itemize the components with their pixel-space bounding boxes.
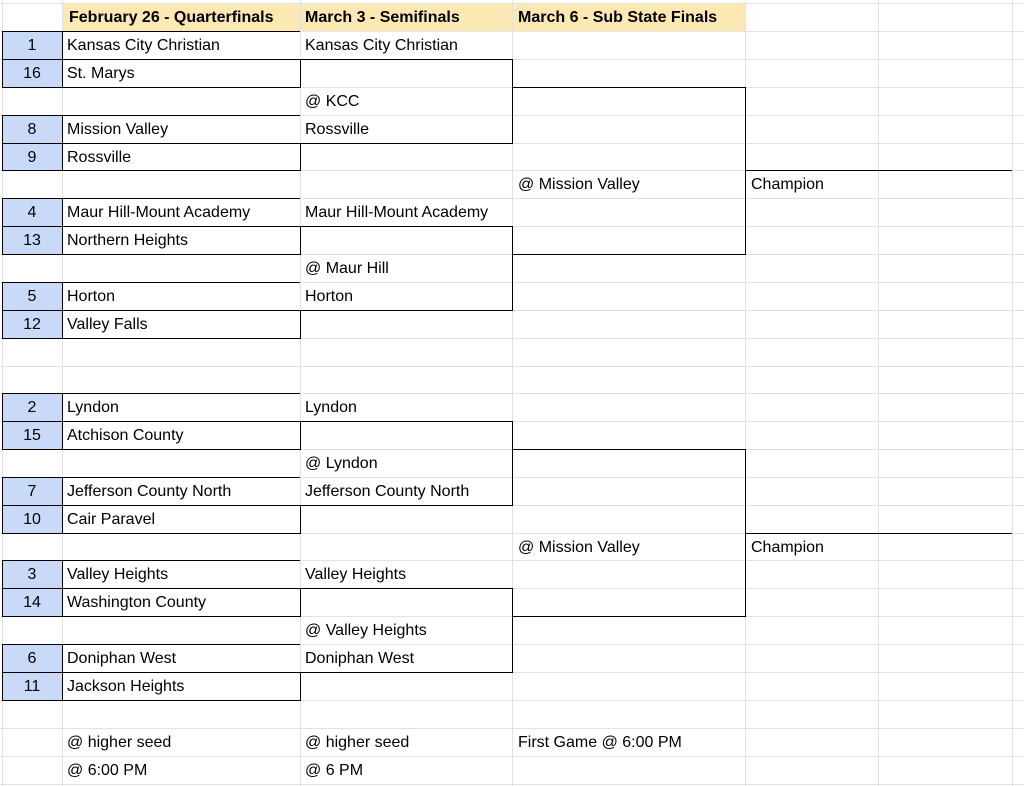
- seed-cell[interactable]: 6: [27, 650, 37, 667]
- team-cell[interactable]: Mission Valley: [67, 121, 169, 138]
- header-semifinals[interactable]: March 3 - Semifinals: [305, 9, 460, 26]
- header-fill-quarterfinals: [63, 4, 300, 31]
- semifinal-site-cell[interactable]: @ Lyndon: [305, 455, 378, 472]
- team-cell[interactable]: Valley Falls: [67, 316, 148, 333]
- seed-cell[interactable]: 15: [23, 427, 41, 444]
- seed-cell[interactable]: 10: [23, 511, 41, 528]
- seed-cell[interactable]: 16: [23, 65, 41, 82]
- seed-cell[interactable]: 7: [27, 483, 37, 500]
- seed-cell[interactable]: 8: [27, 121, 37, 138]
- semifinal-team-cell[interactable]: Valley Heights: [305, 566, 407, 583]
- team-cell[interactable]: Jefferson County North: [67, 483, 232, 500]
- champion-cell[interactable]: Champion: [751, 539, 824, 556]
- team-cell[interactable]: Kansas City Christian: [67, 37, 220, 54]
- seed-cell[interactable]: 4: [27, 204, 37, 221]
- seed-cell[interactable]: 2: [27, 399, 37, 416]
- team-cell[interactable]: Washington County: [67, 594, 207, 611]
- team-cell[interactable]: Jackson Heights: [67, 678, 185, 695]
- semifinal-team-cell[interactable]: Lyndon: [305, 399, 357, 416]
- semifinal-team-cell[interactable]: Doniphan West: [305, 650, 415, 667]
- note-qf-site[interactable]: @ higher seed: [67, 734, 172, 751]
- team-cell[interactable]: St. Marys: [67, 65, 135, 82]
- seed-cell[interactable]: 12: [23, 316, 41, 333]
- seed-cell[interactable]: 3: [27, 566, 37, 583]
- semifinal-team-cell[interactable]: Jefferson County North: [305, 483, 470, 500]
- header-fill-finals: [513, 4, 745, 31]
- semifinal-team-cell[interactable]: Rossville: [305, 121, 370, 138]
- note-sf-time[interactable]: @ 6 PM: [305, 762, 364, 779]
- seed-cell[interactable]: 11: [23, 678, 41, 695]
- team-cell[interactable]: Doniphan West: [67, 650, 177, 667]
- team-cell[interactable]: Cair Paravel: [67, 511, 156, 528]
- seed-cell[interactable]: 13: [23, 232, 41, 249]
- seed-cell[interactable]: 14: [23, 594, 41, 611]
- semifinal-site-cell[interactable]: @ Maur Hill: [305, 260, 389, 277]
- seed-cell[interactable]: 1: [27, 37, 37, 54]
- team-cell[interactable]: Horton: [67, 288, 116, 305]
- note-sf-site[interactable]: @ higher seed: [305, 734, 410, 751]
- final-site-cell[interactable]: @ Mission Valley: [518, 176, 640, 193]
- seed-cell[interactable]: 5: [27, 288, 37, 305]
- semifinal-team-cell[interactable]: Kansas City Christian: [305, 37, 458, 54]
- team-cell[interactable]: Atchison County: [67, 427, 184, 444]
- note-qf-time[interactable]: @ 6:00 PM: [67, 762, 148, 779]
- note-final-time[interactable]: First Game @ 6:00 PM: [518, 734, 682, 751]
- team-cell[interactable]: Maur Hill-Mount Academy: [67, 204, 251, 221]
- semifinal-site-cell[interactable]: @ Valley Heights: [305, 622, 427, 639]
- team-cell[interactable]: Lyndon: [67, 399, 119, 416]
- team-cell[interactable]: Northern Heights: [67, 232, 188, 249]
- semifinal-team-cell[interactable]: Maur Hill-Mount Academy: [305, 204, 489, 221]
- seed-cell[interactable]: 9: [27, 149, 37, 166]
- champion-cell[interactable]: Champion: [751, 176, 824, 193]
- header-fill-semifinals: [301, 4, 512, 31]
- final-site-cell[interactable]: @ Mission Valley: [518, 539, 640, 556]
- team-cell[interactable]: Valley Heights: [67, 566, 169, 583]
- team-cell[interactable]: Rossville: [67, 149, 132, 166]
- semifinal-site-cell[interactable]: @ KCC: [305, 93, 360, 110]
- semifinal-team-cell[interactable]: Horton: [305, 288, 354, 305]
- header-quarterfinals[interactable]: February 26 - Quarterfinals: [69, 9, 274, 26]
- header-finals[interactable]: March 6 - Sub State Finals: [518, 9, 718, 26]
